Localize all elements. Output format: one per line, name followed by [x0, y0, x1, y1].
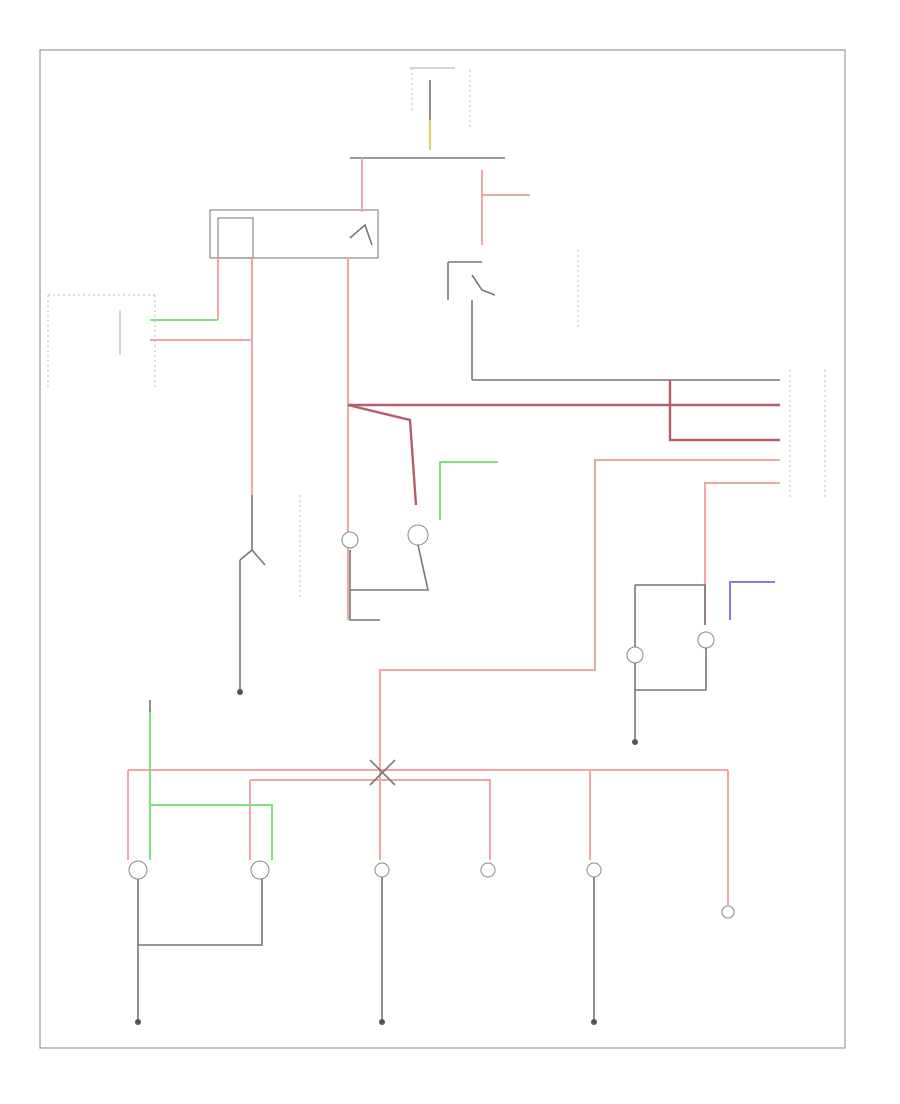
wire-right-top — [635, 584, 706, 625]
bottom-lamp-5 — [586, 862, 602, 878]
wire-cross-2 — [369, 759, 396, 786]
switch-upper — [447, 170, 579, 380]
wire-bottom-bus-2 — [250, 779, 491, 860]
wire-center-join — [350, 544, 429, 591]
relay-contact — [349, 223, 373, 246]
relay-box — [209, 209, 379, 259]
bottom-lamp-4 — [480, 862, 496, 878]
ground-bottom-1 — [135, 1019, 141, 1025]
left-connector-block — [47, 294, 156, 390]
wire-green-center — [439, 461, 498, 520]
diagram-frame — [39, 49, 846, 1049]
bottom-lamp-1 — [128, 860, 148, 880]
relay-coil — [217, 217, 254, 259]
wire-blue-right — [729, 581, 775, 620]
wire-right-bottom — [634, 648, 707, 691]
ground-bottom-3 — [379, 1019, 385, 1025]
wire-red-long — [379, 459, 780, 775]
right-connector-block — [789, 370, 826, 500]
ground-left-switch — [237, 689, 243, 695]
bottom-connector — [721, 905, 735, 919]
wire-green-bottom-2 — [150, 804, 273, 860]
ground-bottom-5 — [591, 1019, 597, 1025]
bottom-lamp-2 — [250, 860, 270, 880]
wire-dark-red-branch — [347, 403, 418, 506]
wire-bottom-gnd-12 — [137, 879, 263, 946]
wire-center-gnd — [349, 550, 380, 621]
right-lamp-a — [626, 646, 644, 664]
center-lamp-left — [341, 531, 359, 549]
bottom-lamp-3 — [374, 862, 390, 878]
wire-red-right-drop — [704, 482, 780, 625]
ground-right — [632, 739, 638, 745]
right-lamp-b — [697, 631, 715, 649]
wire-dark-red-right — [668, 380, 780, 442]
switch-left — [239, 495, 301, 690]
center-lamp-right — [407, 524, 429, 546]
top-fuse — [410, 67, 471, 150]
